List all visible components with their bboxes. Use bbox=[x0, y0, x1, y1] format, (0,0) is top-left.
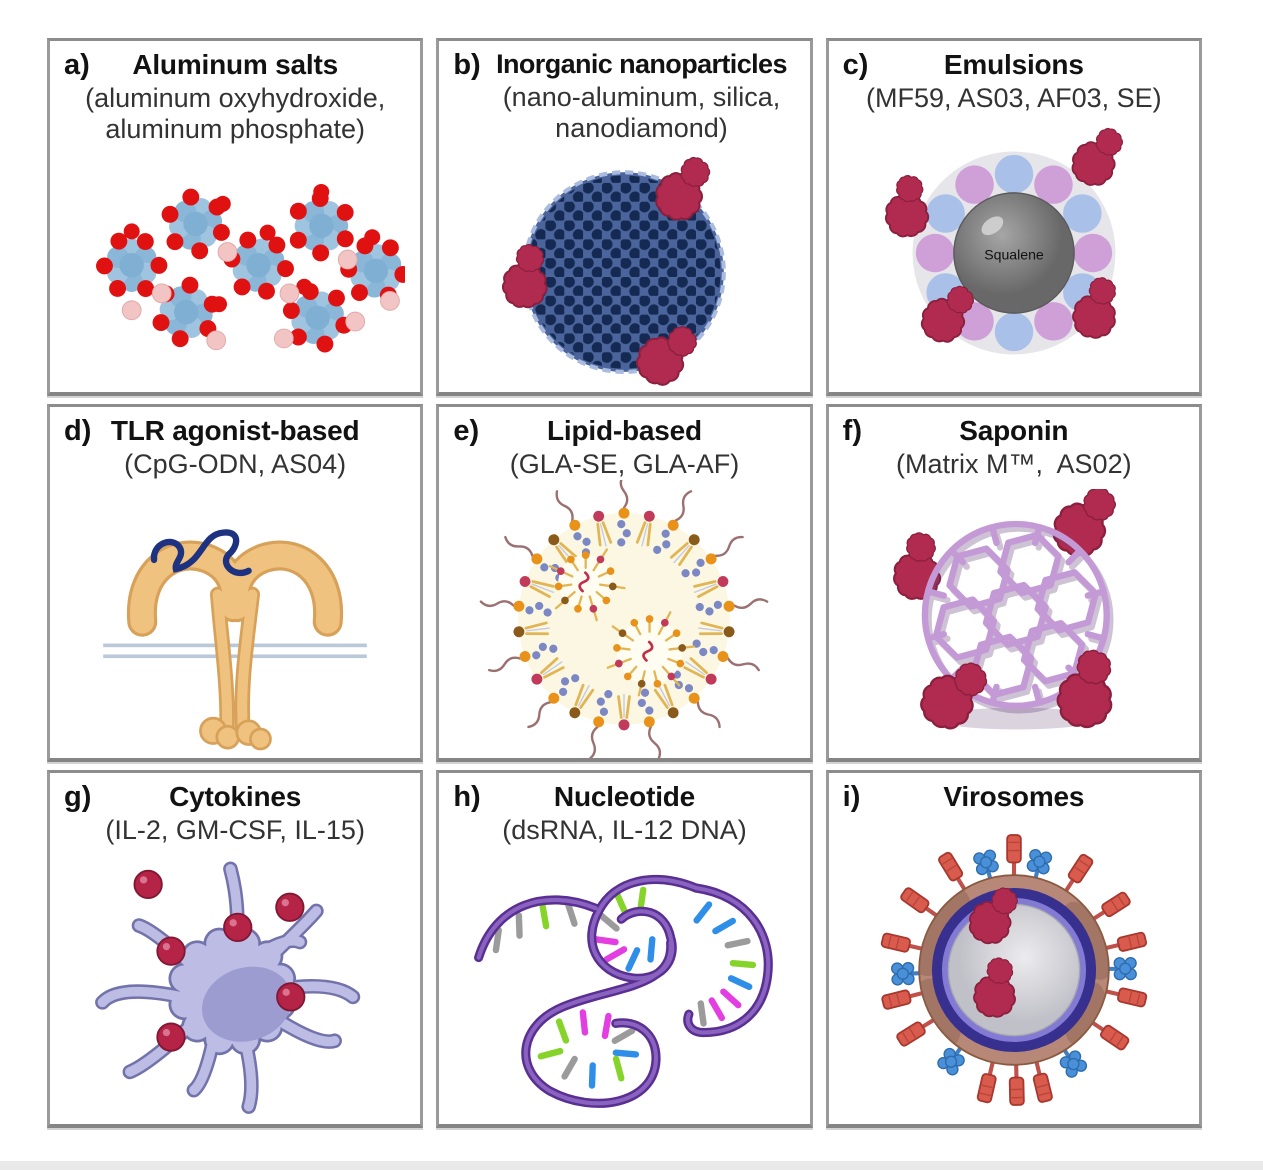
panel-figure bbox=[439, 479, 809, 759]
panel-title: Saponin bbox=[959, 415, 1069, 446]
panel-tlr-agonist: d) TLR agonist-based (CpG-ODN, AS04) bbox=[47, 404, 424, 762]
panel-figure bbox=[50, 846, 420, 1125]
panel-title: Nucleotide bbox=[553, 781, 696, 812]
panel-letter: c) bbox=[842, 49, 869, 81]
panel-subtitle: (IL-2, GM-CSF, IL-15) bbox=[105, 815, 365, 845]
panel-letter: h) bbox=[453, 781, 481, 813]
panel-figure bbox=[50, 480, 420, 759]
panel-inorganic-nanoparticles: b) Inorganic nanoparticles (nano-aluminu… bbox=[436, 38, 813, 396]
liposome-illustration bbox=[480, 479, 769, 758]
tlr-receptor-illustration bbox=[103, 529, 367, 751]
panel-subtitle: (Matrix M™, AS02) bbox=[896, 449, 1132, 479]
panel-subtitle: (aluminum oxyhydroxide, aluminum phospha… bbox=[85, 83, 386, 144]
panel-header: f) Saponin (Matrix M™, AS02) bbox=[829, 407, 1199, 480]
panel-emulsions: c) Emulsions (MF59, AS03, AF03, SE) Squa… bbox=[825, 38, 1202, 396]
cell-membrane-line bbox=[103, 643, 367, 647]
panel-header: h) Nucleotide (dsRNA, IL-12 DNA) bbox=[439, 773, 809, 846]
tlr-receptor bbox=[127, 540, 344, 742]
panel-header: g) Cytokines (IL-2, GM-CSF, IL-15) bbox=[50, 773, 420, 846]
cell-membrane-line bbox=[103, 654, 367, 658]
panel-letter: i) bbox=[842, 781, 861, 813]
panel-figure bbox=[829, 815, 1199, 1124]
panel-header: b) Inorganic nanoparticles (nano-aluminu… bbox=[439, 41, 809, 143]
squalene-label: Squalene bbox=[984, 246, 1044, 262]
receptor-feet bbox=[199, 716, 272, 751]
panel-saponin: f) Saponin (Matrix M™, AS02) bbox=[825, 404, 1202, 762]
panel-title: Cytokines bbox=[169, 781, 302, 812]
panel-header: e) Lipid-based (GLA-SE, GLA-AF) bbox=[439, 407, 809, 480]
panel-figure bbox=[50, 144, 420, 392]
aluminum-salt-crystal-illustration bbox=[96, 183, 406, 353]
page-bottom-strip bbox=[0, 1161, 1263, 1170]
rna-backbones bbox=[474, 874, 774, 1108]
panel-figure bbox=[829, 480, 1199, 759]
panel-figure bbox=[439, 143, 809, 392]
panel-letter: f) bbox=[842, 415, 862, 447]
panel-nucleotide: h) Nucleotide (dsRNA, IL-12 DNA) bbox=[436, 770, 813, 1128]
panel-letter: b) bbox=[453, 49, 481, 81]
cytokine-spheres bbox=[133, 869, 306, 1052]
panel-virosomes: i) Virosomes bbox=[825, 770, 1202, 1128]
panel-header: c) Emulsions (MF59, AS03, AF03, SE) bbox=[829, 41, 1199, 114]
virosome-illustration bbox=[880, 833, 1148, 1106]
panel-cytokines: g) Cytokines (IL-2, GM-CSF, IL-15) bbox=[47, 770, 424, 1128]
panel-subtitle: (MF59, AS03, AF03, SE) bbox=[866, 83, 1162, 113]
panel-title: Emulsions bbox=[943, 49, 1084, 80]
panel-title: TLR agonist-based bbox=[110, 415, 360, 446]
panel-aluminum-salts: a) Aluminum salts (aluminum oxyhydroxide… bbox=[47, 38, 424, 396]
panel-header: i) Virosomes bbox=[829, 773, 1199, 815]
rna-bases bbox=[493, 886, 757, 1089]
panel-title: Inorganic nanoparticles bbox=[496, 49, 787, 79]
panel-figure: Squalene bbox=[829, 114, 1199, 393]
cell-nucleus bbox=[202, 966, 292, 1042]
dotted-nanoparticle-illustration bbox=[493, 151, 727, 391]
cpg-odn-strand bbox=[151, 529, 252, 576]
dendritic-cell-illustration bbox=[95, 861, 361, 1114]
panel-subtitle: (dsRNA, IL-12 DNA) bbox=[502, 815, 747, 845]
panel-letter: e) bbox=[453, 415, 480, 447]
figure-grid: a) Aluminum salts (aluminum oxyhydroxide… bbox=[47, 38, 1202, 1128]
panel-subtitle: (CpG-ODN, AS04) bbox=[124, 449, 347, 479]
panel-subtitle: (GLA-SE, GLA-AF) bbox=[509, 449, 740, 479]
panel-header: d) TLR agonist-based (CpG-ODN, AS04) bbox=[50, 407, 420, 480]
panel-letter: d) bbox=[64, 415, 92, 447]
virosome-core bbox=[947, 903, 1081, 1036]
panel-title: Virosomes bbox=[943, 781, 1085, 812]
panel-title: Lipid-based bbox=[547, 415, 702, 446]
panel-letter: g) bbox=[64, 781, 92, 813]
panel-header: a) Aluminum salts (aluminum oxyhydroxide… bbox=[50, 41, 420, 144]
panel-lipid-based: e) Lipid-based (GLA-SE, GLA-AF) bbox=[436, 404, 813, 762]
panel-figure bbox=[439, 846, 809, 1125]
panel-title: Aluminum salts bbox=[132, 49, 338, 80]
rna-strand-illustration bbox=[474, 874, 774, 1108]
emulsion-droplet-illustration: Squalene bbox=[873, 125, 1126, 355]
panel-subtitle: (nano-aluminum, silica, nanodiamond) bbox=[502, 82, 781, 143]
panel-letter: a) bbox=[64, 49, 90, 81]
saponin-cage-illustration bbox=[881, 488, 1122, 738]
